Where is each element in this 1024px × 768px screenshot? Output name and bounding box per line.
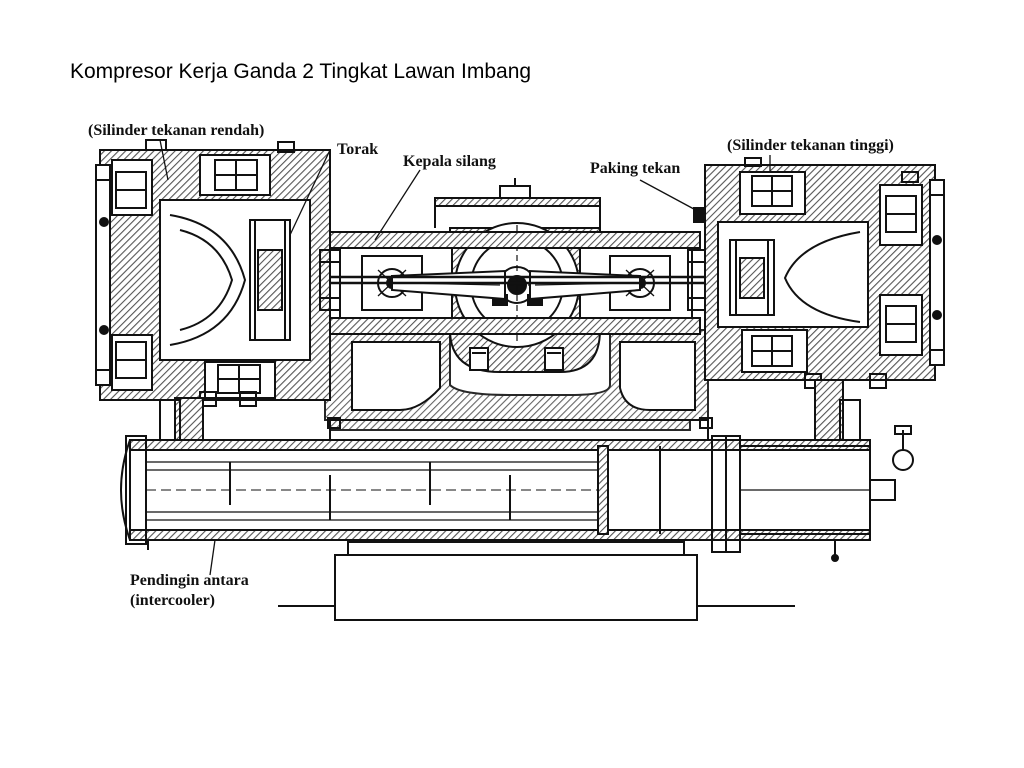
label-lp-cylinder: (Silinder tekanan rendah) <box>88 122 264 139</box>
high-pressure-cylinder <box>704 157 945 449</box>
label-packing: Paking tekan <box>590 160 680 177</box>
foundation-block <box>278 541 795 621</box>
label-intercooler-line1: Pendingin antara <box>130 572 249 589</box>
label-crosshead: Kepala silang <box>403 153 496 170</box>
label-intercooler-line2: (intercooler) <box>130 592 215 609</box>
intercooler <box>120 399 914 562</box>
crankcase-cover <box>434 178 601 228</box>
leader-lines <box>159 139 771 576</box>
label-hp-cylinder: (Silinder tekanan tinggi) <box>727 137 894 154</box>
slide-title: Kompresor Kerja Ganda 2 Tingkat Lawan Im… <box>70 60 532 83</box>
label-piston: Torak <box>337 141 378 158</box>
low-pressure-cylinder <box>95 139 331 449</box>
